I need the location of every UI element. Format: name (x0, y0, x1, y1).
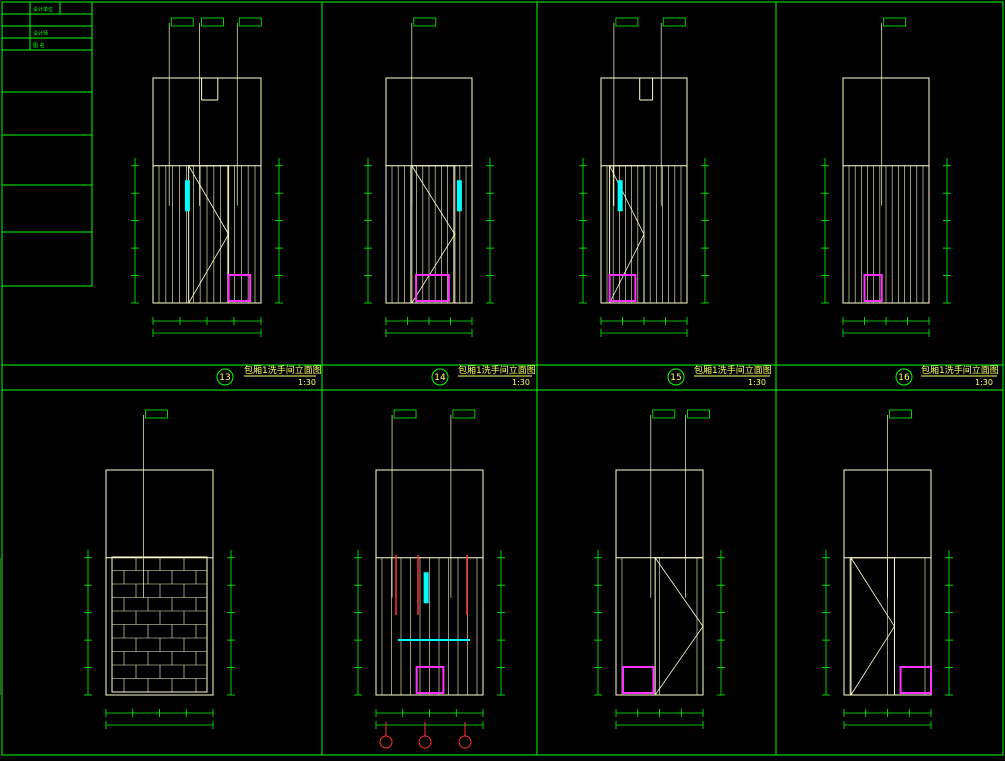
elevation-bottom-1 (0, 409, 235, 729)
drawing-scale: 1:30 (975, 378, 993, 387)
title-block-rows: 设计单位 设计师 图 名 (33, 6, 53, 49)
drawing-title-16: 16 包厢1洗手间立面图 1:30 (895, 364, 999, 387)
drawing-title: 包厢1洗手间立面图 (458, 364, 536, 376)
title-block (1, 1, 93, 287)
title-block-row: 图 名 (33, 42, 45, 49)
drawing-number: 13 (219, 373, 230, 383)
elevation-drawings (0, 17, 953, 749)
title-block-row: 设计单位 (33, 6, 53, 13)
elevation-14 (364, 17, 494, 337)
section-markers (379, 555, 472, 749)
drawing-scale: 1:30 (512, 378, 530, 387)
drawing-title-14: 14 包厢1洗手间立面图 1:30 (431, 364, 536, 387)
drawing-scale: 1:30 (748, 378, 766, 387)
drawing-title-13: 13 包厢1洗手间立面图 1:30 (216, 364, 322, 387)
elevation-bottom-3 (594, 409, 725, 729)
drawing-title: 包厢1洗手间立面图 (921, 364, 999, 376)
drawing-number: 15 (670, 373, 681, 383)
drawing-number: 14 (434, 373, 446, 383)
elevation-13 (131, 17, 283, 337)
drawing-number: 16 (898, 373, 910, 383)
elevation-bottom-2 (354, 409, 505, 729)
drawing-title: 包厢1洗手间立面图 (244, 364, 322, 376)
drawing-title-15: 15 包厢1洗手间立面图 1:30 (667, 364, 772, 387)
drawing-scale: 1:30 (298, 378, 316, 387)
elevation-15 (579, 17, 709, 337)
elevation-bottom-4 (822, 409, 953, 729)
brick-wall-pattern (111, 556, 208, 693)
drawing-title: 包厢1洗手间立面图 (694, 364, 772, 376)
title-block-row: 设计师 (33, 30, 48, 37)
elevation-16 (821, 17, 951, 337)
